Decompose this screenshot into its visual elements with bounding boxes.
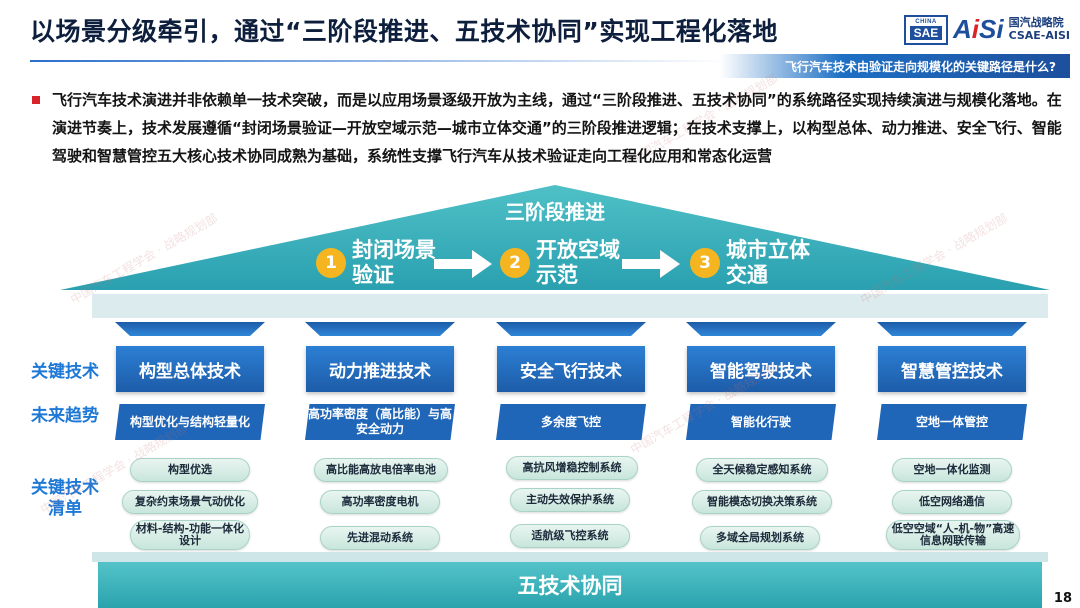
trend-box-structure: 构型优化与结构轻量化 <box>115 404 265 440</box>
bullet-marker <box>32 96 40 104</box>
tech-item: 适航级飞控系统 <box>510 524 630 548</box>
tech-item: 高功率密度电机 <box>320 490 440 514</box>
stage-number: 2 <box>500 248 530 278</box>
tech-item: 多域全局规划系统 <box>700 526 820 550</box>
tech-item: 先进混动系统 <box>320 526 440 550</box>
trend-box-traffic-management: 空地一体管控 <box>877 404 1027 440</box>
header-divider <box>30 60 730 62</box>
tech-item: 智能模态切换决策系统 <box>692 490 832 514</box>
tech-item: 全天候稳定感知系统 <box>696 458 828 482</box>
tech-item: 复杂约束场景气动优化 <box>122 490 258 514</box>
pillar-cap <box>496 322 646 336</box>
trend-box-autonomy: 智能化行驶 <box>686 404 836 440</box>
tech-box-autonomy: 智能驾驶技术 <box>687 346 835 392</box>
subtitle-banner: 飞行汽车技术由验证走向规模化的关键路径是什么? <box>720 54 1070 78</box>
tech-item: 空地一体化监测 <box>892 458 1012 482</box>
aisi-logo: AiSi <box>952 14 1004 44</box>
tech-box-propulsion: 动力推进技术 <box>306 346 454 392</box>
tech-item: 构型优选 <box>130 458 250 482</box>
tech-box-structure: 构型总体技术 <box>116 346 264 392</box>
side-label-tech-list: 关键技术清单 <box>31 478 99 519</box>
side-label-trend: 未来趋势 <box>31 406 99 426</box>
tech-item: 低空空域“人-机-物”高速信息网联传输 <box>886 520 1020 550</box>
side-label-key-tech: 关键技术 <box>31 362 99 382</box>
stage-1: 1 封闭场景验证 <box>316 238 440 288</box>
tech-box-traffic-management: 智慧管控技术 <box>878 346 1026 392</box>
page-number: 18 <box>1053 591 1072 606</box>
pillar-cap <box>115 322 265 336</box>
stage-label: 开放空域示范 <box>536 238 620 287</box>
stage-3: 3 城市立体交通 <box>690 238 814 288</box>
stage-label: 封闭场景验证 <box>352 238 436 287</box>
tech-item: 低空网络通信 <box>892 490 1012 514</box>
org-name: 国汽战略院 CSAE-AISI <box>1008 15 1070 42</box>
stage-number: 1 <box>316 248 346 278</box>
pillar-cap <box>686 322 836 336</box>
tech-box-flight-safety: 安全飞行技术 <box>497 346 645 392</box>
stage-number: 3 <box>690 248 720 278</box>
base-foundation: 五技术协同 <box>98 562 1042 608</box>
stage-label: 城市立体交通 <box>726 238 810 287</box>
intro-paragraph: 飞行汽车技术演进并非依赖单一技术突破，而是以应用场景逐级开放为主线，通过“三阶段… <box>52 91 1062 165</box>
roof-title: 三阶段推进 <box>505 200 605 224</box>
tech-item: 高抗风增稳控制系统 <box>506 456 638 480</box>
base-ledge <box>92 552 1048 562</box>
arrow-right-icon <box>434 250 492 278</box>
tech-item: 材料-结构-功能一体化设计 <box>130 520 250 550</box>
sae-logo: CHINA SAE <box>903 14 948 45</box>
roof-triangle <box>60 185 1050 290</box>
logo-group: CHINA SAE AiSi 国汽战略院 CSAE-AISI <box>903 14 1070 45</box>
trend-box-flight-safety: 多余度飞控 <box>496 404 646 440</box>
stage-2: 2 开放空域示范 <box>500 238 624 288</box>
arrow-right-icon <box>622 250 680 278</box>
pillar-cap <box>877 322 1027 336</box>
tech-item: 高比能高放电倍率电池 <box>314 458 448 482</box>
roof-graphic <box>60 185 1050 318</box>
trend-box-propulsion: 高功率密度（高比能）与高安全动力 <box>305 404 455 440</box>
page-title: 以场景分级牵引，通过“三阶段推进、五技术协同”实现工程化落地 <box>30 17 778 46</box>
tech-item: 主动失效保护系统 <box>510 488 630 512</box>
roof-beam <box>92 294 1048 318</box>
pillar-cap <box>305 322 455 336</box>
